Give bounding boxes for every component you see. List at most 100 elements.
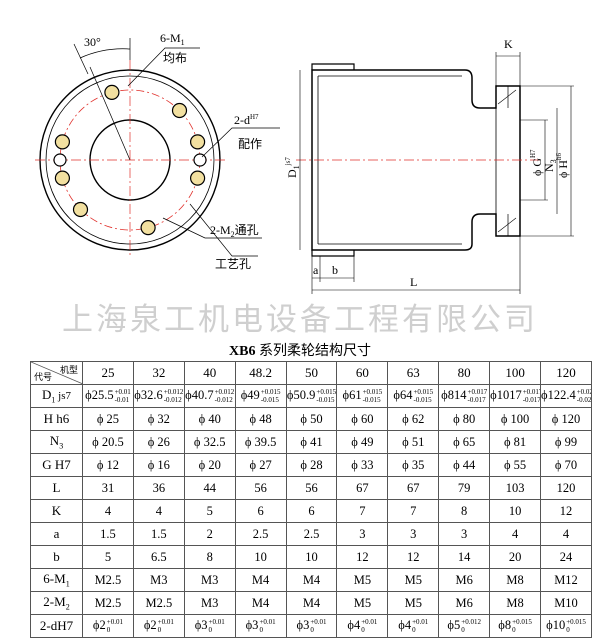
- cell-tolerance: +0.02-0.02: [576, 388, 592, 405]
- body-outline: [311, 69, 521, 251]
- label-m1: 6-M1: [160, 31, 185, 47]
- label-m2: 2-M2通孔: [210, 223, 259, 239]
- angle-ext-left: [73, 43, 89, 75]
- table-cell: 2: [183, 522, 236, 546]
- table-cell: 14: [438, 545, 491, 569]
- label-d-note: 配作: [238, 137, 262, 151]
- model-header: 63: [387, 361, 440, 385]
- row-label-sub: 1: [51, 395, 56, 405]
- row-label-sub: 3: [59, 441, 64, 451]
- table-cell: M5: [387, 591, 440, 615]
- row-label: H h6: [30, 407, 83, 431]
- cell-tolerance: +0.015-0.015: [413, 388, 434, 405]
- table-cell: 4: [540, 522, 592, 546]
- cell-tolerance: +0.017-0.017: [467, 388, 488, 405]
- table-cell: 56: [285, 476, 338, 500]
- cell-tolerance: +0.015-0.015: [316, 388, 337, 405]
- bolt-hole: [104, 84, 120, 101]
- cell-value: ϕ814: [441, 387, 467, 402]
- hatch-2: [497, 217, 517, 233]
- table-cell: ϕ 62: [387, 407, 440, 431]
- pin-hole: [53, 153, 67, 167]
- model-header: 80: [438, 361, 491, 385]
- table-cell: ϕ 39.5: [234, 430, 287, 454]
- cell-value: ϕ61: [342, 387, 362, 402]
- table-cell: 120: [540, 476, 592, 500]
- table-cell: 1.5: [132, 522, 185, 546]
- cell-value: ϕ4: [398, 617, 412, 632]
- row-label-sub: 1: [65, 579, 70, 589]
- table-cell: 10: [285, 545, 338, 569]
- table-cell: M3: [183, 568, 236, 592]
- table-cell: 7: [336, 499, 389, 523]
- corner-cell: 机型代号: [30, 361, 83, 385]
- label-m1-note: 均布: [163, 51, 187, 65]
- table-cell: M4: [285, 568, 338, 592]
- leader-m2: [162, 217, 262, 239]
- corner-top-label: 机型: [59, 366, 78, 376]
- table-cell: 2.5: [234, 522, 287, 546]
- angle-label: 30°: [84, 35, 101, 49]
- table-cell: 5: [82, 545, 134, 569]
- table-cell: M6: [438, 591, 491, 615]
- leader-d: [201, 127, 280, 158]
- cell-value: ϕ5: [447, 617, 461, 632]
- cell-value: ϕ2: [92, 617, 106, 632]
- table-cell: ϕ 49: [336, 430, 389, 454]
- side-view: [296, 52, 574, 294]
- cell-tolerance: +0.015-0.015: [260, 388, 281, 405]
- bolt-hole: [72, 201, 89, 218]
- table-cell: 67: [387, 476, 440, 500]
- row-label-sub: 2: [65, 602, 70, 612]
- table-cell: ϕ 41: [285, 430, 338, 454]
- table-cell: 6: [285, 499, 338, 523]
- table-cell: M4: [234, 591, 287, 615]
- leader-m1: [127, 47, 200, 87]
- table-cell: 103: [489, 476, 542, 500]
- leader-process-hole: [189, 203, 258, 257]
- bolt-hole: [54, 170, 71, 186]
- table-cell: 3: [438, 522, 491, 546]
- table-cell: ϕ 80: [438, 407, 491, 431]
- table-cell: 36: [132, 476, 185, 500]
- cell-value: ϕ2: [143, 617, 157, 632]
- label-g: ϕ GH7: [529, 149, 544, 176]
- table-cell: 79: [438, 476, 491, 500]
- model-header: 32: [132, 361, 185, 385]
- cell-value: ϕ10: [546, 617, 566, 632]
- model-header: 120: [540, 361, 592, 385]
- model-header: 50: [285, 361, 338, 385]
- corner-bottom-label: 代号: [34, 373, 53, 383]
- table-cell: 12: [540, 499, 592, 523]
- front-view: 30° 6-M1 均布 2-dH7 配作 2-M2通孔 工艺孔: [35, 31, 280, 271]
- table-cell: ϕ 32.5: [183, 430, 236, 454]
- pin-hole: [193, 153, 207, 167]
- table-cell: ϕ 35: [387, 453, 440, 477]
- table-cell: ϕ61+0.015-0.015: [336, 384, 389, 408]
- model-header: 60: [336, 361, 389, 385]
- model-header: 100: [489, 361, 542, 385]
- table-cell: 4: [132, 499, 185, 523]
- table-cell: ϕ 25: [82, 407, 134, 431]
- table-cell: ϕ 32: [132, 407, 185, 431]
- row-label: L: [30, 476, 83, 500]
- table-cell: 44: [183, 476, 236, 500]
- row-label: b: [30, 545, 83, 569]
- table-cell: ϕ1017+0.017-0.017: [489, 384, 542, 408]
- table-cell: 10: [234, 545, 287, 569]
- cell-tolerance: +0.012-0.012: [214, 388, 235, 405]
- table-cell: ϕ 12: [82, 453, 134, 477]
- model-header: 48.2: [234, 361, 287, 385]
- table-cell: ϕ 40: [183, 407, 236, 431]
